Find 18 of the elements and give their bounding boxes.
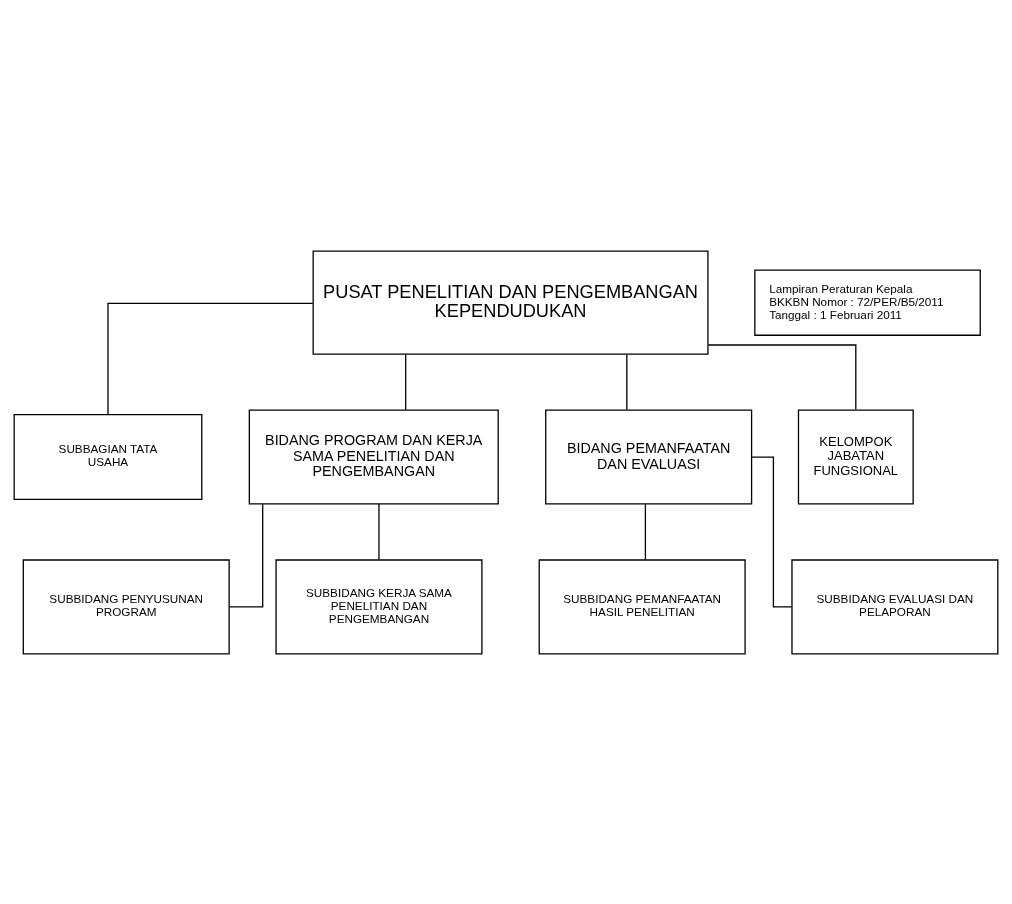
connector	[626, 353, 628, 410]
connector	[707, 343, 857, 410]
node-box: SUBBIDANG PEMANFAATAN HASIL PENELITIAN	[538, 558, 746, 654]
node-box: PUSAT PENELITIAN DAN PENGEMBANGAN KEPENDUDUKAN	[312, 250, 709, 355]
node-box: SUBBIDANG KERJA SAMA PENELITIAN DAN PENGEMBANGAN	[275, 558, 483, 654]
node-box: KELOMPOK JABATAN FUNGSIONAL	[797, 409, 914, 505]
node-box: SUBBIDANG PENYUSUNAN PROGRAM	[22, 558, 230, 654]
connector	[751, 455, 793, 608]
node-box: BIDANG PEMANFAATAN DAN EVALUASI	[545, 409, 753, 505]
node-box: BIDANG PROGRAM DAN KERJA SAMA PENELITIAN DAN PENGEMBANGAN	[248, 409, 499, 505]
node-box: SUBBIDANG EVALUASI DAN PELAPORAN	[791, 558, 999, 654]
connector	[228, 502, 264, 608]
connector	[378, 502, 380, 560]
node-box: Lampiran Peraturan Kepala BKKBN Nomor : 72/PER/B5/2011 Tanggal : 1 Februari 2011	[754, 268, 981, 336]
connector	[107, 302, 314, 415]
connector	[644, 502, 647, 560]
node-box: SUBBAGIAN TATA USAHA	[13, 413, 203, 500]
connector	[405, 353, 407, 410]
